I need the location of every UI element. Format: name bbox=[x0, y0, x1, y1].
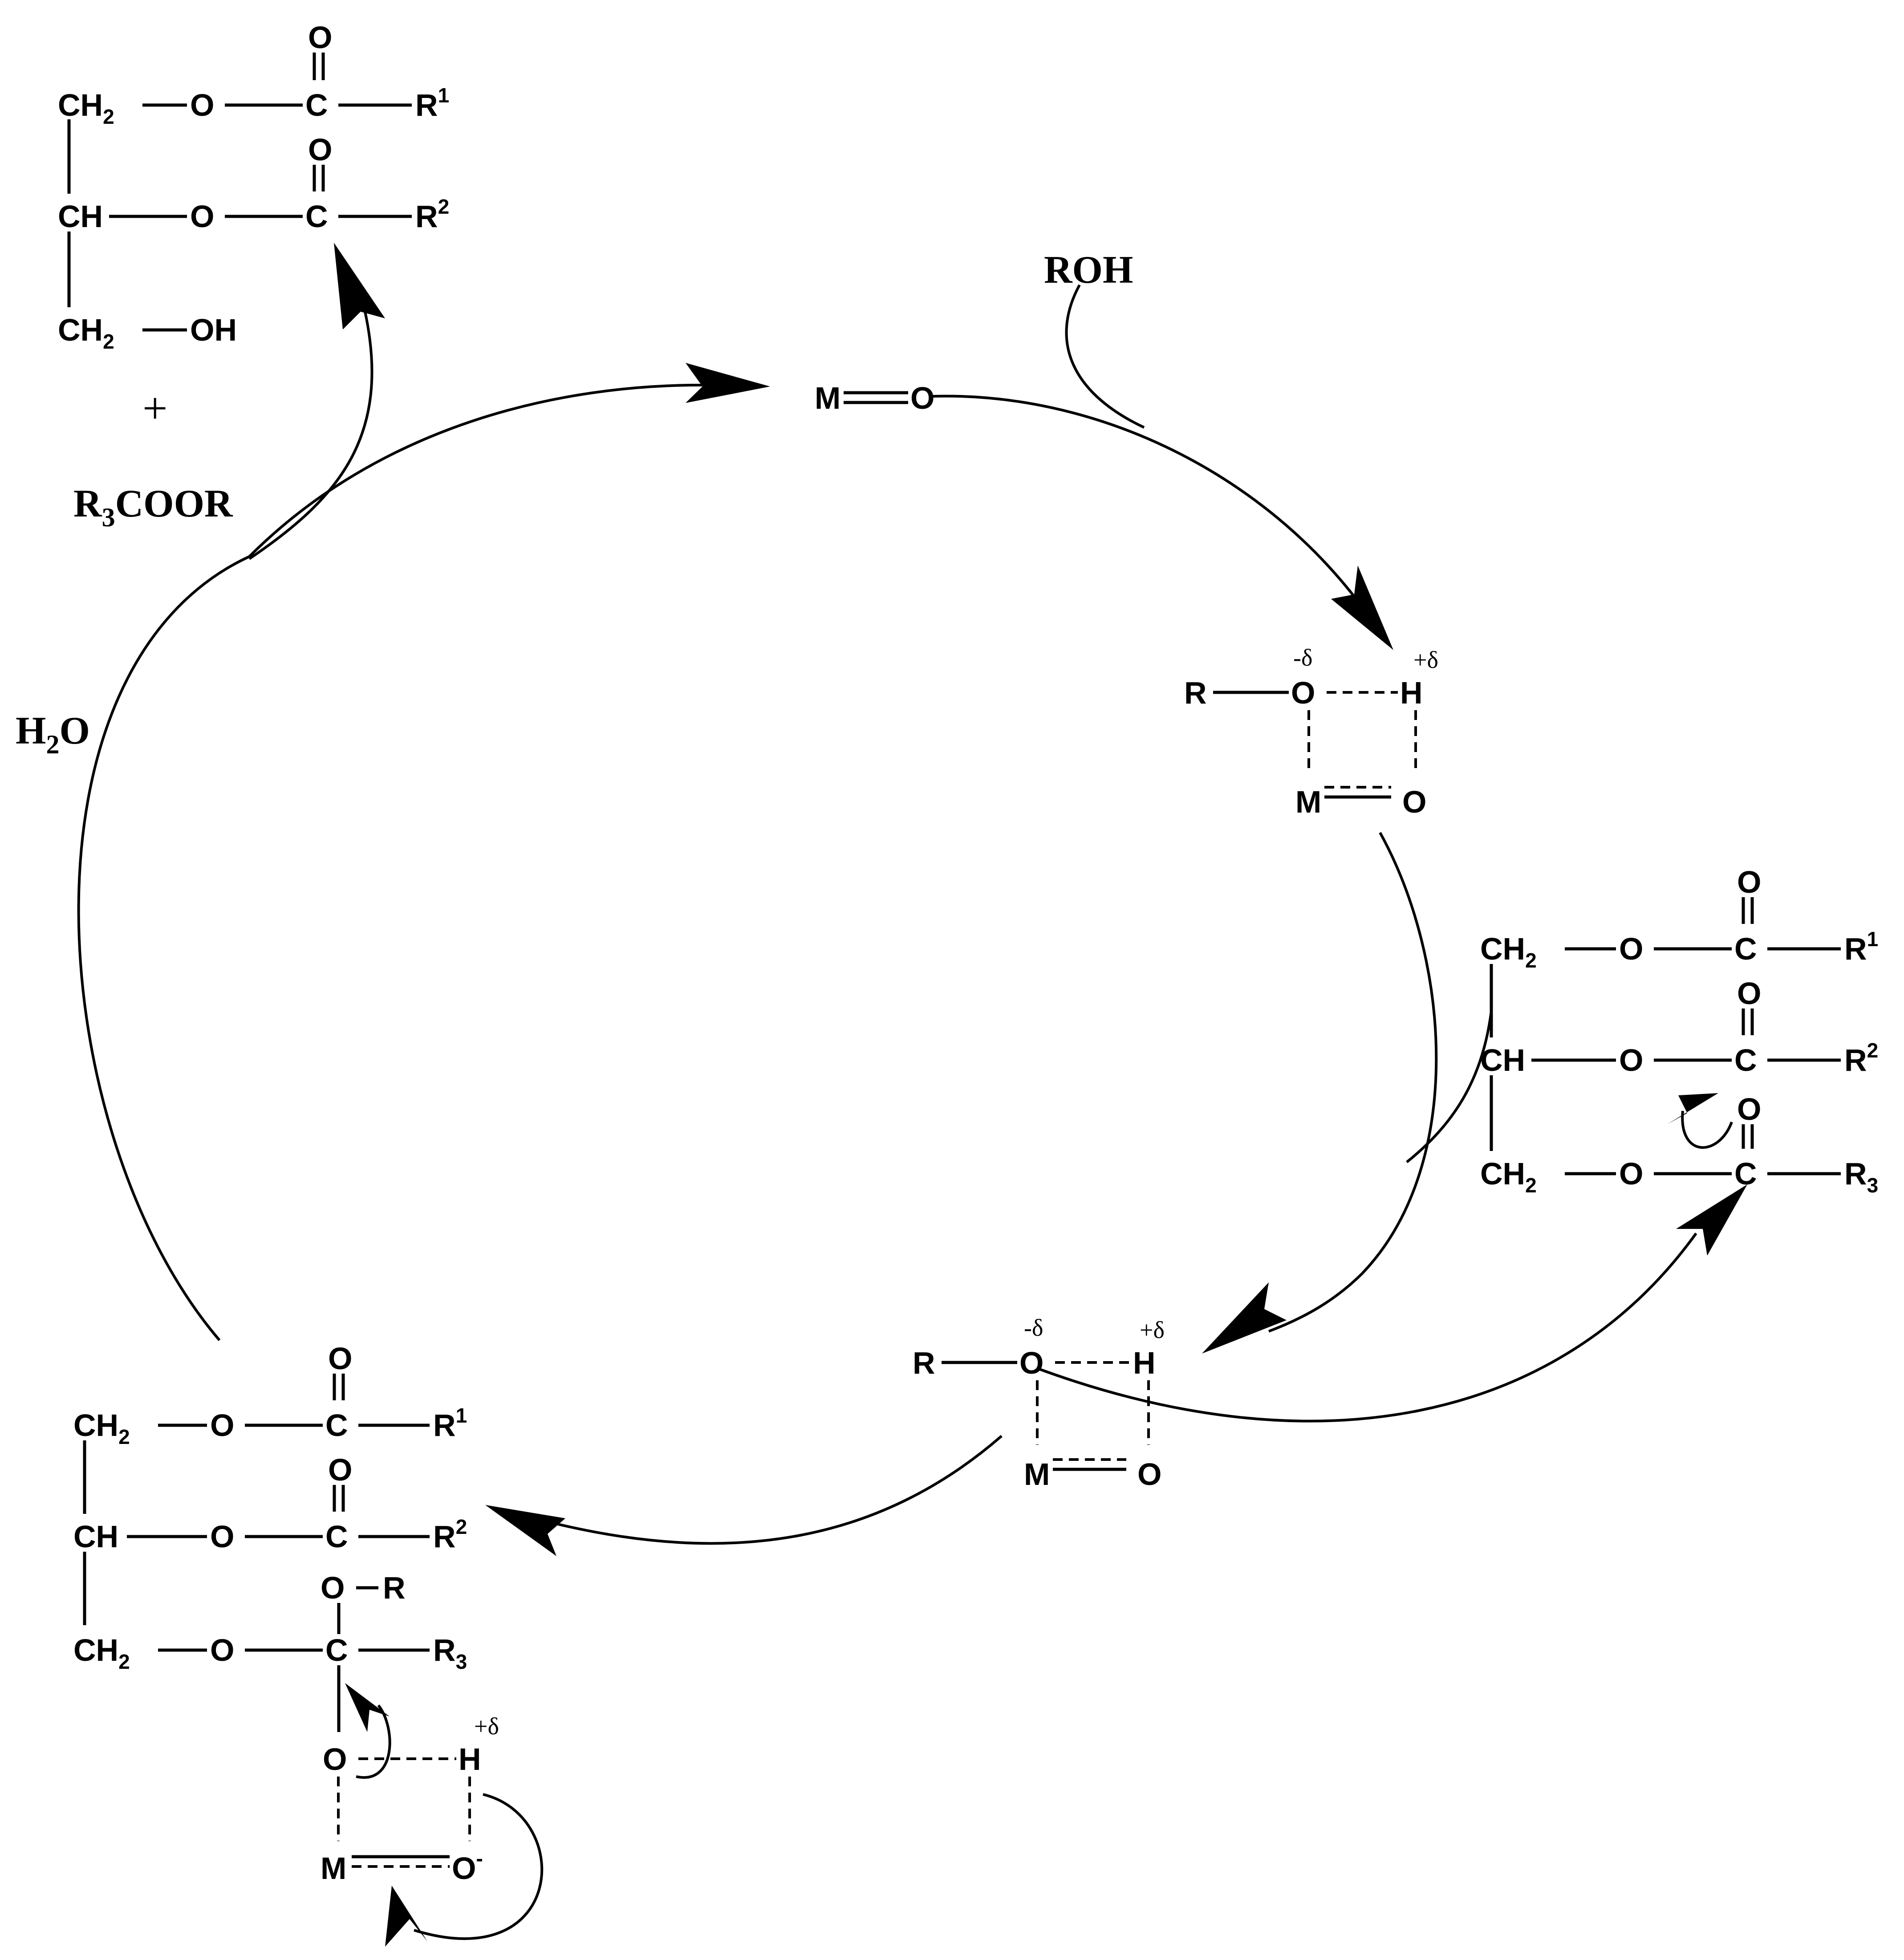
tetrahedral-intermediate: CH2 O C O R1 CH O C O R2 O R CH2 O C R3 bbox=[73, 1341, 499, 1886]
triglyceride-reactant: CH2 O C O R1 CH O C O R2 CH2 O C O R3 bbox=[1480, 865, 1878, 1197]
arrow-head-to-intermediate bbox=[485, 1505, 565, 1556]
product-release-curve bbox=[248, 311, 373, 560]
svg-text:O: O bbox=[1737, 976, 1761, 1011]
svg-text:O: O bbox=[210, 1408, 234, 1443]
svg-text:H: H bbox=[1133, 1346, 1156, 1380]
svg-text:O: O bbox=[1019, 1346, 1043, 1380]
intermediate-hydrogen-push-head bbox=[385, 1886, 427, 1947]
cycle-arc-mo-to-complex bbox=[932, 394, 1359, 602]
svg-text:R2: R2 bbox=[1844, 1039, 1878, 1078]
svg-text:+δ: +δ bbox=[474, 1713, 499, 1740]
arrow-head-to-mo bbox=[686, 363, 770, 403]
svg-text:CH2: CH2 bbox=[73, 1633, 130, 1673]
svg-text:O: O bbox=[1619, 1156, 1643, 1191]
svg-text:R2: R2 bbox=[433, 1515, 467, 1554]
svg-text:O: O bbox=[1737, 865, 1761, 899]
alcohol-reagent-roh: ROH bbox=[1044, 248, 1133, 292]
intermediate-oxygen-push-head bbox=[345, 1683, 390, 1732]
svg-text:R: R bbox=[1184, 675, 1207, 710]
svg-text:O: O bbox=[190, 88, 214, 122]
water-byproduct-h2o: H2O bbox=[16, 709, 90, 759]
cycle-arc-into-complex-2 bbox=[1268, 1272, 1364, 1333]
ester-product-r3coor: R3COOR bbox=[73, 482, 233, 532]
svg-text:M: M bbox=[321, 1851, 346, 1886]
svg-text:O: O bbox=[328, 1452, 352, 1487]
svg-text:C: C bbox=[305, 199, 328, 234]
triglyceride-entry-curve bbox=[1406, 1010, 1493, 1163]
svg-text:M: M bbox=[1295, 785, 1321, 819]
svg-text:C: C bbox=[1734, 931, 1757, 966]
svg-text:+δ: +δ bbox=[1140, 1317, 1165, 1343]
arrow-head-to-complex-1 bbox=[1331, 565, 1393, 650]
svg-text:C: C bbox=[325, 1408, 348, 1443]
plus-sign: + bbox=[142, 383, 167, 433]
svg-text:-δ: -δ bbox=[1024, 1314, 1043, 1341]
svg-text:O: O bbox=[1137, 1457, 1161, 1492]
svg-text:R: R bbox=[913, 1346, 935, 1380]
svg-text:O: O bbox=[910, 381, 934, 415]
svg-text:O: O bbox=[210, 1519, 234, 1554]
svg-text:O: O bbox=[1619, 931, 1643, 966]
svg-text:O-: O- bbox=[452, 1847, 483, 1886]
svg-text:CH2: CH2 bbox=[73, 1408, 130, 1448]
svg-text:R3: R3 bbox=[1844, 1156, 1878, 1197]
arrow-head-to-complex-2 bbox=[1202, 1282, 1287, 1354]
cycle-arc-left bbox=[77, 555, 250, 1341]
metal-oxide-catalyst: M O bbox=[815, 381, 934, 415]
svg-text:CH2: CH2 bbox=[58, 88, 114, 128]
svg-text:C: C bbox=[305, 88, 328, 122]
svg-text:H: H bbox=[459, 1742, 481, 1777]
svg-text:O: O bbox=[1737, 1092, 1761, 1126]
svg-text:O: O bbox=[1619, 1043, 1643, 1078]
svg-text:R1: R1 bbox=[1844, 927, 1878, 966]
svg-text:R3: R3 bbox=[433, 1633, 467, 1673]
svg-text:R: R bbox=[383, 1570, 406, 1605]
svg-text:O: O bbox=[321, 1570, 345, 1605]
svg-text:-δ: -δ bbox=[1293, 644, 1312, 671]
svg-text:R1: R1 bbox=[415, 84, 449, 122]
svg-text:O: O bbox=[1291, 675, 1315, 710]
svg-text:CH: CH bbox=[1480, 1043, 1525, 1078]
nucleophilic-attack-curve bbox=[1039, 1232, 1697, 1423]
svg-text:O: O bbox=[328, 1341, 352, 1376]
svg-text:CH2: CH2 bbox=[1480, 931, 1537, 972]
carbonyl-electron-shift-head bbox=[1667, 1093, 1718, 1124]
svg-text:CH: CH bbox=[58, 199, 103, 234]
cycle-arc-to-intermediate bbox=[552, 1435, 1003, 1545]
svg-text:R1: R1 bbox=[433, 1404, 467, 1443]
svg-text:+δ: +δ bbox=[1413, 647, 1438, 673]
svg-text:C: C bbox=[1734, 1043, 1757, 1078]
arrow-head-to-carbonyl bbox=[1676, 1184, 1747, 1256]
svg-text:M: M bbox=[1024, 1457, 1050, 1492]
svg-text:C: C bbox=[1734, 1156, 1757, 1191]
svg-text:H: H bbox=[1400, 675, 1423, 710]
svg-text:CH: CH bbox=[73, 1519, 118, 1554]
alcohol-catalyst-complex-2: R O -δ H +δ M O bbox=[913, 1314, 1165, 1492]
alcohol-catalyst-complex-1: R O -δ H +δ M O bbox=[1184, 644, 1438, 819]
svg-text:O: O bbox=[308, 20, 332, 55]
svg-text:M: M bbox=[815, 381, 840, 415]
svg-text:O: O bbox=[323, 1742, 347, 1777]
svg-text:OH: OH bbox=[190, 313, 237, 347]
intermediate-hydrogen-push-curve bbox=[414, 1793, 544, 1940]
diglyceride-product: CH2 O C O R1 CH O C O R2 CH2 OH bbox=[58, 20, 449, 353]
roh-entry-curve bbox=[1065, 284, 1145, 429]
carbonyl-electron-shift-curve bbox=[1681, 1110, 1733, 1149]
svg-text:C: C bbox=[325, 1633, 348, 1667]
arrow-head-to-product bbox=[334, 243, 385, 329]
svg-text:O: O bbox=[190, 199, 214, 234]
svg-text:O: O bbox=[210, 1633, 234, 1667]
svg-text:O: O bbox=[1402, 785, 1426, 819]
cycle-arc-complex-down bbox=[1361, 832, 1438, 1275]
svg-text:C: C bbox=[325, 1519, 348, 1554]
svg-text:CH2: CH2 bbox=[1480, 1156, 1537, 1197]
svg-text:CH2: CH2 bbox=[58, 313, 114, 353]
svg-text:R2: R2 bbox=[415, 195, 449, 234]
cycle-arc-top bbox=[248, 383, 713, 558]
intermediate-oxygen-push-curve bbox=[356, 1704, 391, 1779]
svg-text:O: O bbox=[308, 132, 332, 167]
